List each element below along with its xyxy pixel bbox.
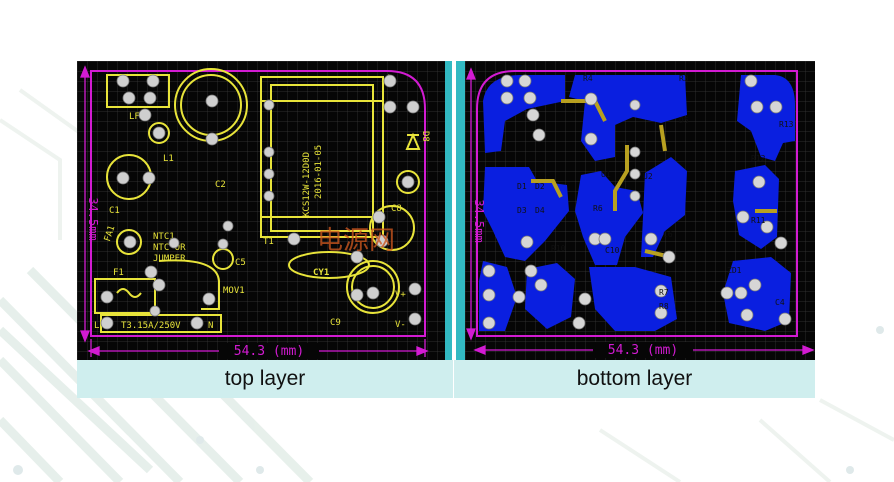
label-fuse-rating: T3.15A/250V [121, 321, 181, 331]
label-u2: U2 [643, 172, 653, 181]
label-r4: R4 [583, 74, 593, 83]
label-t1: T1 [263, 237, 274, 247]
silkscreen-graphics [94, 68, 421, 333]
height-dimension-label-bottom: 34.5mm [472, 199, 486, 242]
label-d5: D5 [679, 116, 689, 125]
label-u1: U1 [601, 170, 611, 179]
label-fa1: FA1 [103, 224, 118, 243]
label-c10: C10 [605, 246, 620, 255]
label-r11: R11 [751, 216, 766, 225]
label-transformer-date: 2016-01-05 [314, 145, 324, 199]
height-dimension-label: 34.5mm [86, 197, 100, 240]
label-c1: C1 [109, 206, 120, 216]
label-transformer-model: KCS12W-12D0D [302, 152, 312, 217]
label-r12: R12 [751, 154, 766, 163]
label-f1: F1 [113, 268, 124, 278]
label-c4: C4 [775, 298, 785, 307]
top-layer-pcb-image: 54.3 (mm) 34.5mm LF1 L1 C2 [77, 61, 445, 360]
label-r3: R3 [679, 74, 689, 83]
label-ntc1: NTC1 [153, 232, 175, 242]
bottom-layer-drawing: R4 R3 D1 D2 D3 D4 D5 U1 U2 R6 R7 R8 C10 … [465, 61, 815, 360]
panel-divider [445, 61, 465, 360]
label-n: N [208, 321, 213, 331]
top-layer-drawing: 54.3 (mm) 34.5mm LF1 L1 C2 [77, 61, 445, 360]
watermark-text: 电源网 [317, 226, 395, 256]
label-d1: D1 [517, 182, 527, 191]
label-lf1: LF1 [129, 112, 145, 122]
label-r8: R8 [659, 302, 669, 311]
label-d4: D4 [535, 206, 545, 215]
label-ntc-or: NTC OR [153, 243, 186, 253]
label-r10: R10 [551, 244, 566, 253]
label-c9: C9 [330, 318, 341, 328]
label-r7: R7 [659, 288, 669, 297]
bottom-layer-pcb-image: R4 R3 D1 D2 D3 D4 D5 U1 U2 R6 R7 R8 C10 … [465, 61, 815, 360]
label-vminus: V- [395, 320, 406, 330]
label-r13: R13 [779, 120, 794, 129]
label-zd1: ZD1 [727, 266, 742, 275]
label-c2: C2 [215, 180, 226, 190]
width-dimension-label-bottom: 54.3 (mm) [608, 343, 678, 358]
label-d8: D8 [420, 131, 430, 142]
label-c8: C8 [391, 204, 402, 214]
label-r6: R6 [593, 204, 603, 213]
label-c6: C6 [663, 230, 673, 239]
label-mov1: MOV1 [223, 286, 245, 296]
board-outline-bottom [476, 70, 798, 337]
width-dimension-label: 54.3 (mm) [234, 344, 304, 359]
top-pads [100, 74, 422, 330]
label-vplus: V+ [395, 290, 406, 300]
board-outline [90, 70, 426, 337]
label-jumper: JUMPER [153, 254, 186, 264]
label-d2: D2 [535, 182, 545, 191]
copper-pours [479, 75, 795, 331]
label-cy1: CY1 [313, 268, 329, 278]
caption-top-layer: top layer [77, 360, 454, 398]
label-l: L [94, 321, 99, 331]
label-l1: L1 [163, 154, 174, 164]
caption-bottom-layer: bottom layer [576, 367, 693, 390]
label-c5: C5 [235, 258, 246, 268]
caption-row: top layer bottom layer [77, 360, 815, 398]
bottom-pads [482, 74, 792, 330]
label-d3: D3 [517, 206, 527, 215]
